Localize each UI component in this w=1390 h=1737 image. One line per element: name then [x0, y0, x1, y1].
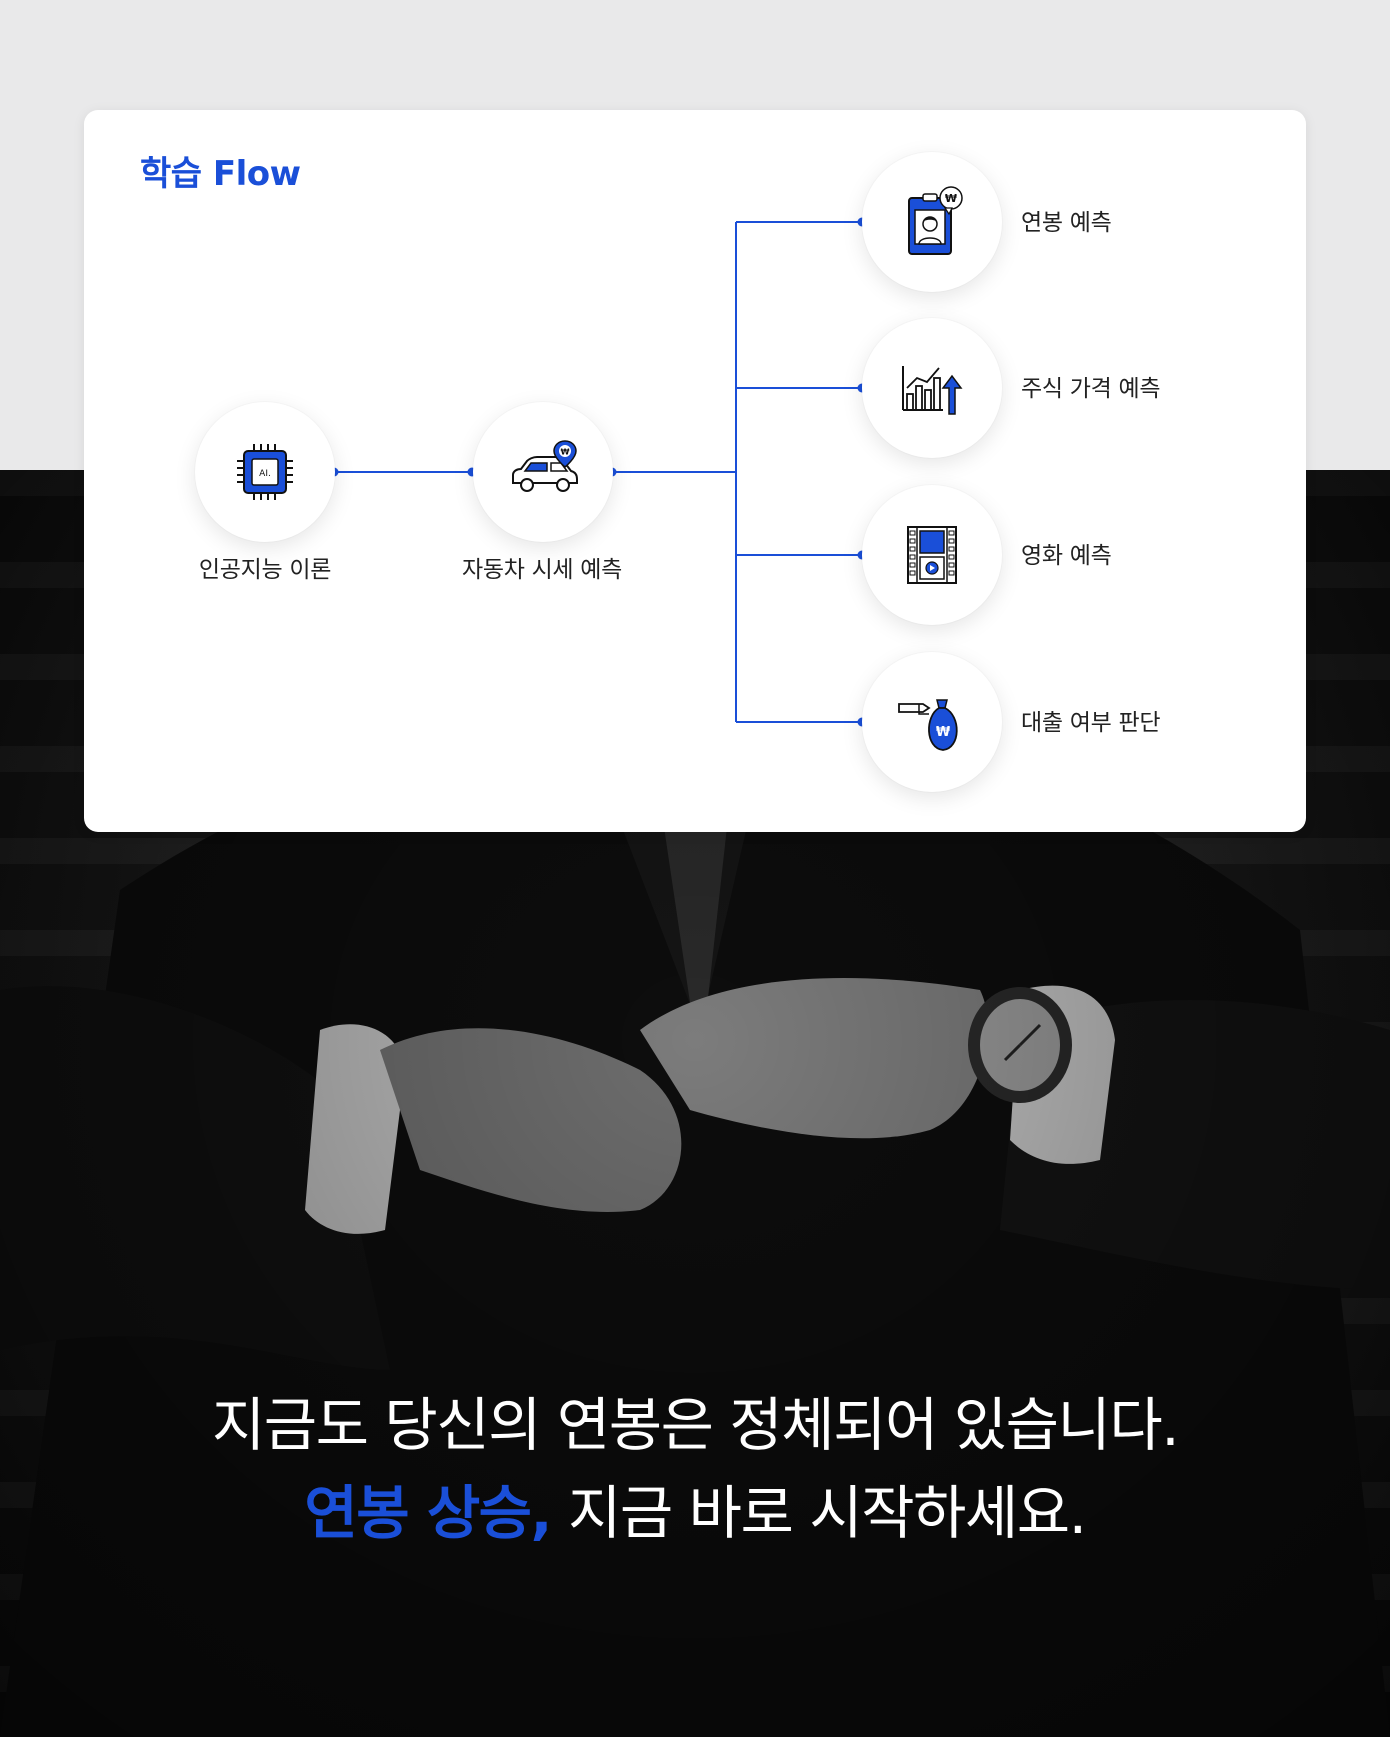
flow-node-stock: [862, 318, 1002, 458]
svg-text:₩: ₩: [561, 448, 570, 457]
money-bag-hand-icon: ₩: [897, 690, 967, 754]
svg-text:₩: ₩: [945, 192, 957, 205]
car-price-icon: ₩: [503, 439, 583, 505]
chip-text: AI.: [259, 469, 271, 479]
headline-accent: 연봉 상승,: [304, 1479, 552, 1547]
flow-label-car-price: 자동차 시세 예측: [461, 557, 623, 583]
flow-label-salary: 연봉 예측: [1021, 210, 1112, 236]
ai-chip-icon: AI.: [232, 439, 298, 505]
salary-id-card-icon: ₩: [899, 184, 965, 260]
film-strip-icon: [904, 523, 960, 587]
stock-growth-chart-icon: [899, 358, 965, 418]
headline-line-2: 연봉 상승, 지금 바로 시작하세요.: [0, 1466, 1390, 1550]
flow-node-salary: ₩: [862, 152, 1002, 292]
card-title: 학습 Flow: [140, 154, 301, 194]
headline-line-1: 지금도 당신의 연봉은 정체되어 있습니다.: [211, 1391, 1180, 1459]
flow-label-ai-theory: 인공지능 이론: [198, 557, 332, 583]
learning-flow-card: 학습 Flow: [84, 110, 1306, 832]
flow-node-loan: ₩: [862, 652, 1002, 792]
flow-node-car-price: ₩: [473, 402, 613, 542]
flow-node-ai-theory: AI.: [195, 402, 335, 542]
headline-line-2-rest: 지금 바로 시작하세요.: [551, 1479, 1087, 1547]
flow-label-movie: 영화 예측: [1021, 543, 1112, 569]
flow-label-loan: 대출 여부 판단: [1021, 710, 1161, 736]
svg-text:₩: ₩: [936, 725, 951, 740]
flow-node-movie: [862, 485, 1002, 625]
flow-label-stock: 주식 가격 예측: [1021, 376, 1161, 402]
